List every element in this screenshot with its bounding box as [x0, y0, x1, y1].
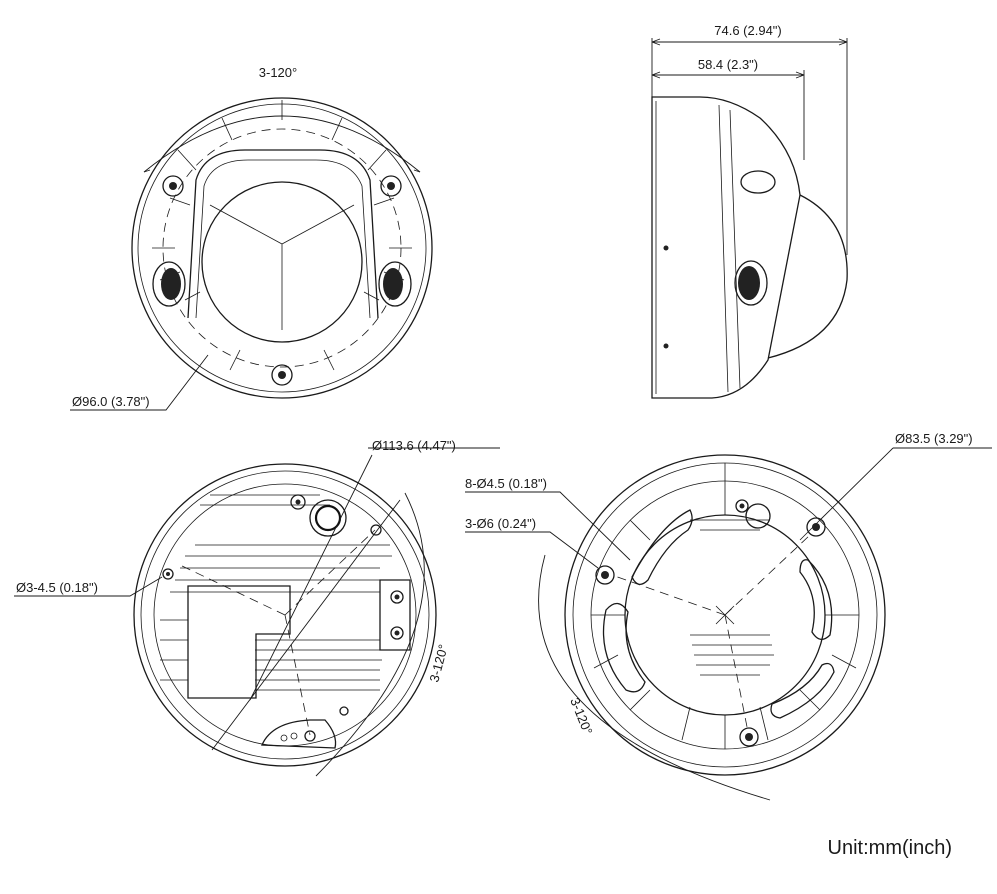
bottom-angle-label: 3-120° [426, 643, 450, 684]
mount-diameter-label: Ø83.5 (3.29") [895, 431, 973, 446]
mount-slot-label: 8-Ø4.5 (0.18") [465, 476, 547, 491]
front-view: 3-120° Ø96.0 (3.78") [70, 65, 433, 411]
side-view: 74.6 (2.94") 58.4 (2.3") [651, 23, 848, 399]
mount-hole-label: 3-Ø6 (0.24") [465, 516, 536, 531]
unit-label: Unit:mm(inch) [828, 837, 952, 859]
side-total-depth-label: 74.6 (2.94") [714, 23, 782, 38]
mount-view: Ø83.5 (3.29") 8-Ø4.5 (0.18") 3-Ø6 (0.24"… [465, 431, 992, 801]
bottom-view: Ø113.6 (4.47") Ø3-4.5 (0.18") 3-120° [14, 438, 500, 777]
front-angle-label: 3-120° [259, 65, 297, 80]
front-diameter-label: Ø96.0 (3.78") [72, 394, 150, 409]
side-body-depth-label: 58.4 (2.3") [698, 57, 758, 72]
bottom-diameter-label: Ø113.6 (4.47") [372, 438, 456, 453]
bottom-hole-label: Ø3-4.5 (0.18") [16, 580, 98, 595]
screw-icon [162, 175, 402, 386]
